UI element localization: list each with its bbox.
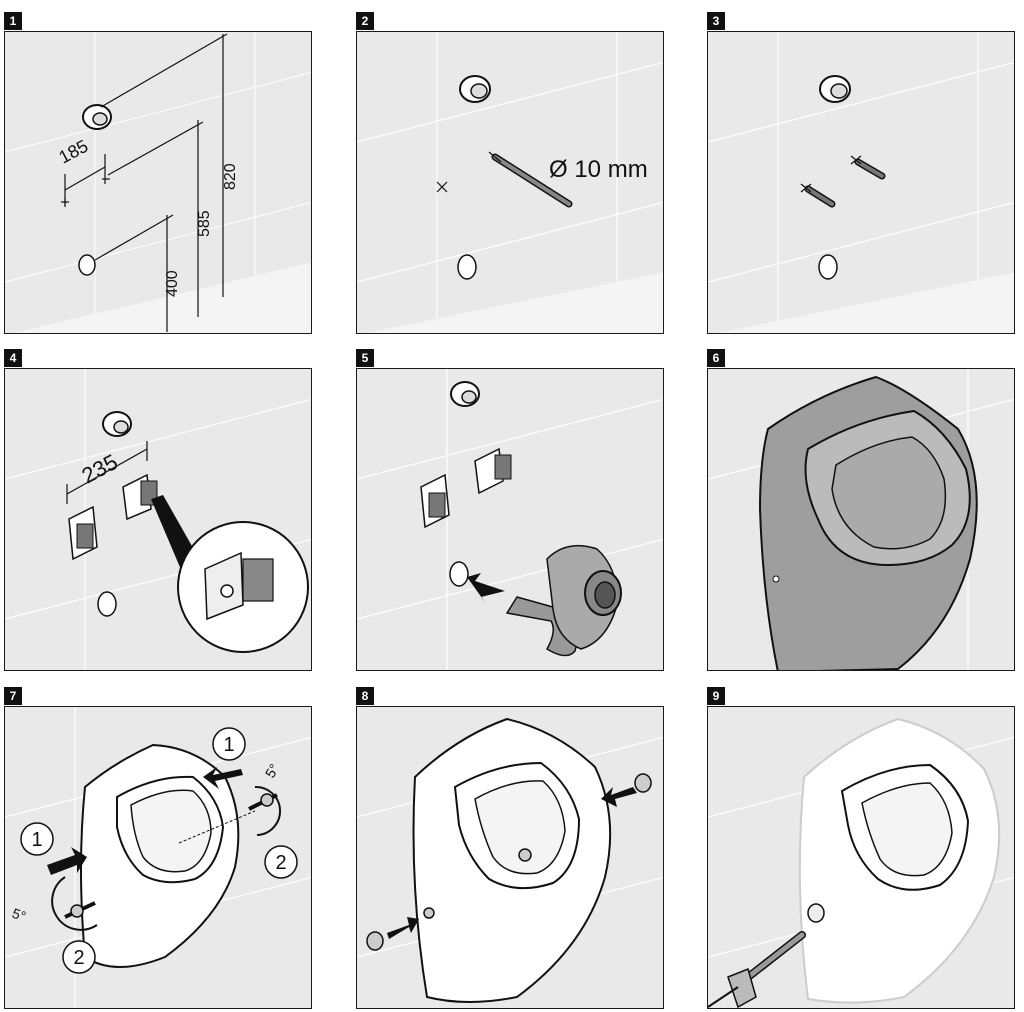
wall-bracket-icon — [68, 505, 98, 561]
step-8-illustration — [357, 717, 663, 1003]
step-7-panel: 1 2 1 2 5° 5° — [4, 706, 312, 1009]
step-9-panel — [707, 706, 1015, 1009]
step-9-badge: 9 — [707, 687, 725, 705]
sealant-gun-icon — [708, 931, 806, 1008]
urinal-icon — [758, 375, 978, 670]
step-2-panel: Ø 10 mm — [356, 31, 664, 334]
arrow-icon — [47, 847, 87, 875]
svg-text:1: 1 — [223, 734, 234, 756]
water-valve-icon — [102, 411, 132, 437]
rotate-arrow-icon — [254, 785, 281, 836]
angle-label-a: 5° — [262, 761, 283, 781]
wall-plug-icon — [800, 183, 836, 208]
step-9-illustration — [708, 717, 1014, 1008]
step-4-panel: 235 — [4, 368, 312, 671]
drain-outlet-icon — [78, 254, 96, 276]
angle-label-b: 5° — [10, 905, 28, 925]
screw-icon — [248, 793, 278, 811]
drain-outlet-icon — [97, 591, 117, 617]
step-6-illustration — [708, 369, 1014, 670]
urinal-icon — [798, 717, 1001, 1004]
step-1-badge: 1 — [4, 12, 22, 30]
arrow-icon — [387, 917, 419, 939]
rotate-arrow-icon — [51, 876, 98, 931]
wall-bracket-icon — [122, 473, 158, 521]
step-7-badge: 7 — [4, 687, 22, 705]
water-valve-icon — [819, 75, 851, 103]
step-6-badge: 6 — [707, 349, 725, 367]
step-5-badge: 5 — [356, 349, 374, 367]
screw-icon — [64, 901, 96, 919]
step-8-panel — [356, 706, 664, 1009]
step-circle-1a: 1 — [212, 727, 246, 761]
svg-text:2: 2 — [275, 852, 286, 874]
step-2-illustration: Ø 10 mm — [357, 32, 663, 333]
svg-text:2: 2 — [73, 947, 84, 969]
step-7-illustration: 1 2 1 2 5° 5° — [5, 707, 311, 1008]
arrow-icon — [203, 767, 243, 789]
step-3-illustration — [708, 32, 1014, 333]
svg-text:1: 1 — [31, 829, 42, 851]
drill-diameter-label: Ø 10 mm — [549, 156, 648, 183]
drain-outlet-icon — [457, 254, 477, 280]
wall-bracket-icon — [474, 447, 512, 495]
drain-outlet-icon — [818, 254, 838, 280]
wall-bracket-icon — [420, 473, 450, 529]
dim-400-label: 400 — [164, 270, 181, 297]
urinal-icon — [412, 717, 612, 1003]
dim-820-label: 820 — [222, 163, 239, 190]
water-valve-icon — [450, 381, 480, 407]
step-circle-2b: 2 — [62, 940, 96, 974]
siphon-trap-icon — [505, 544, 622, 657]
drill-bit-icon — [488, 151, 573, 208]
step-5-illustration — [357, 369, 663, 670]
drain-outlet-icon — [449, 561, 469, 587]
cover-cap-icon — [634, 773, 652, 793]
arrow-icon — [467, 573, 505, 605]
step-3-badge: 3 — [707, 12, 725, 30]
bracket-detail-icon — [204, 551, 274, 621]
dim-235-label: 235 — [78, 449, 122, 488]
step-4-illustration: 235 — [5, 369, 311, 670]
water-valve-icon — [82, 104, 112, 130]
step-2-badge: 2 — [356, 12, 374, 30]
step-6-panel — [707, 368, 1015, 671]
step-circle-2a: 2 — [264, 845, 298, 879]
urinal-icon — [80, 743, 256, 968]
wall-plug-icon — [850, 155, 886, 180]
step-circle-1b: 1 — [20, 822, 54, 856]
step-8-badge: 8 — [356, 687, 374, 705]
step-1-illustration: 185 820 585 400 — [5, 32, 311, 333]
dim-185-label: 185 — [55, 136, 91, 168]
dim-585-label: 585 — [196, 210, 213, 237]
step-4-badge: 4 — [4, 349, 22, 367]
arrow-icon — [601, 787, 637, 807]
cover-cap-icon — [366, 931, 384, 951]
step-5-panel — [356, 368, 664, 671]
step-3-panel — [707, 31, 1015, 334]
step-1-panel: 185 820 585 400 — [4, 31, 312, 334]
water-valve-icon — [459, 75, 491, 103]
